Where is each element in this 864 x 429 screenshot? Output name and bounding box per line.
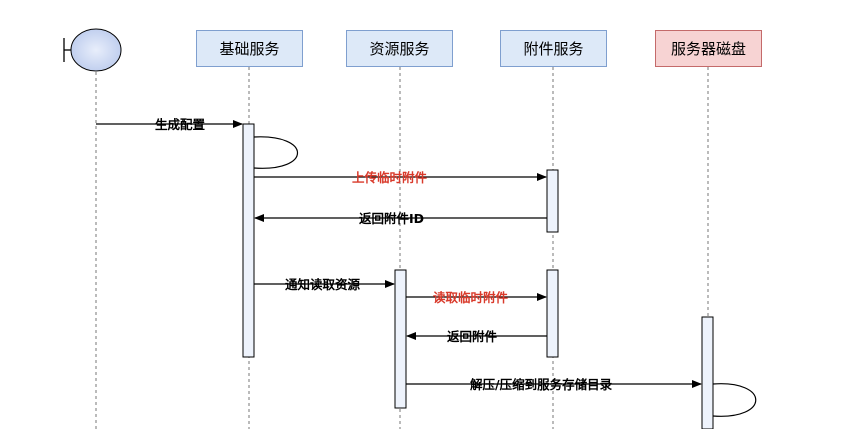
- self-loop-basic-service: [253, 136, 298, 169]
- participant-basic-service: 基础服务: [196, 30, 303, 67]
- activation-attachment-service-2: [546, 269, 559, 358]
- label-generate-config: 生成配置: [155, 117, 206, 132]
- label-return-attachment-id: 返回附件ID: [359, 211, 424, 226]
- label-notify-read-resource: 通知读取资源: [285, 277, 361, 292]
- label-extract-to-storage: 解压/压缩到服务存储目录: [470, 377, 613, 392]
- label-upload-temp-attachment: 上传临时附件: [352, 170, 428, 185]
- self-loop-server-disk: [712, 383, 757, 417]
- label-return-attachment: 返回附件: [447, 329, 498, 344]
- participant-attachment-service: 附件服务: [500, 30, 607, 67]
- activation-server-disk: [701, 316, 714, 429]
- activation-attachment-service-1: [546, 169, 559, 233]
- label-read-temp-attachment: 读取临时附件: [433, 290, 509, 305]
- activation-basic-service: [242, 123, 255, 358]
- boundary-actor-icon: [63, 28, 122, 72]
- participant-resource-service: 资源服务: [346, 30, 453, 67]
- activation-resource-service: [394, 269, 407, 409]
- participant-server-disk: 服务器磁盘: [655, 30, 762, 67]
